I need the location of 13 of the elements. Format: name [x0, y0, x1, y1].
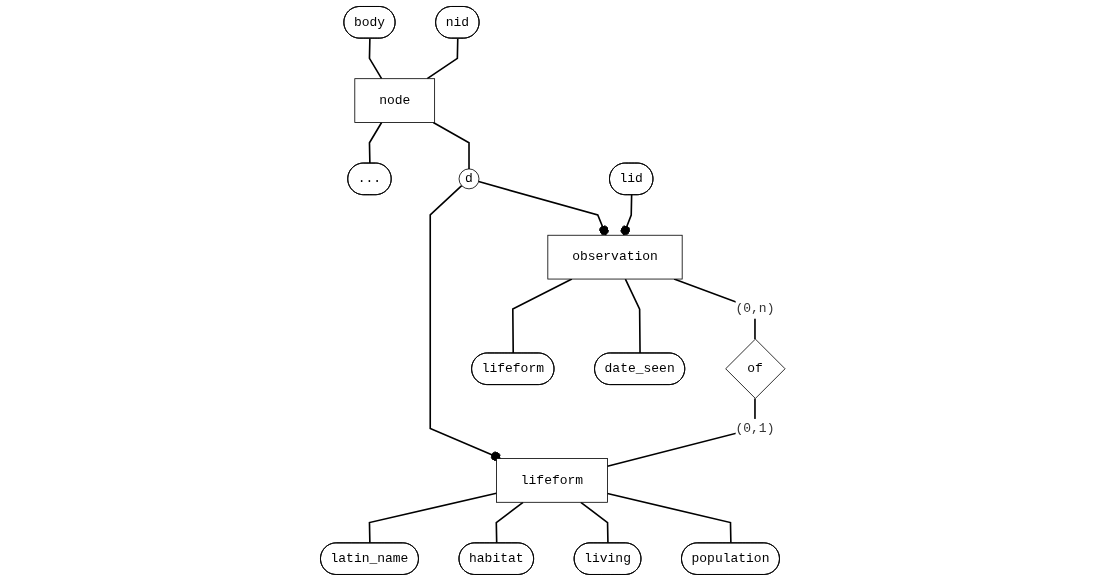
- node-diamond: of: [725, 338, 786, 399]
- node-box: observation: [547, 234, 683, 280]
- connector: [426, 37, 459, 80]
- node-box: lifeform: [496, 458, 609, 503]
- connector: [478, 180, 610, 237]
- connector: [368, 121, 383, 165]
- connector: [429, 184, 502, 462]
- node-box: node: [354, 78, 436, 123]
- edge-label: (0,1): [735, 421, 775, 436]
- node-circle: d: [458, 168, 480, 190]
- connector: [620, 194, 633, 237]
- connector: [368, 37, 383, 80]
- edge-label: (0,n): [735, 301, 775, 317]
